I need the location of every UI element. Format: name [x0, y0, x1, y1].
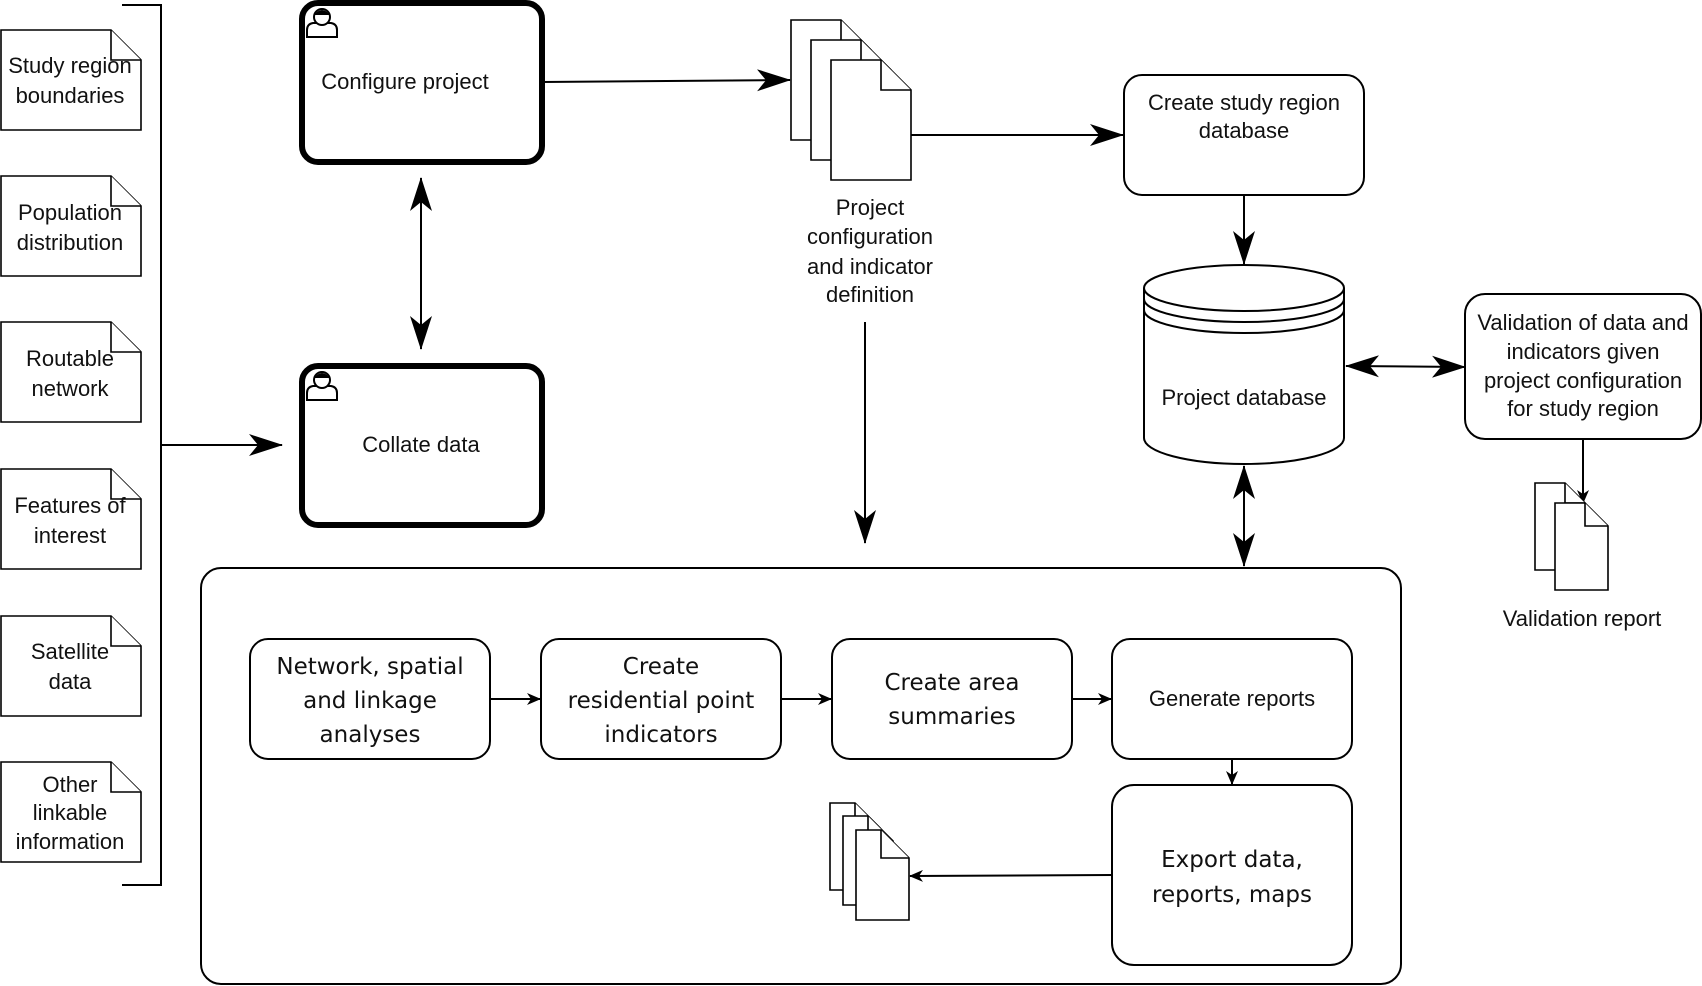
task-configure-project: Configure project — [299, 0, 545, 165]
project-config-documents — [790, 19, 912, 181]
svg-text:project configuration: project configuration — [1484, 368, 1682, 393]
input-label-line: linkable — [33, 800, 108, 825]
validation-report-documents — [1534, 482, 1609, 591]
svg-text:Create study region: Create study region — [1148, 90, 1340, 115]
input-doc-routable-network: Routable network — [0, 321, 142, 423]
input-label-line: distribution — [17, 230, 123, 255]
svg-text:database: database — [1199, 118, 1290, 143]
svg-text:Create: Create — [623, 654, 699, 680]
project-config-label: Project configuration and indicator defi… — [807, 195, 933, 307]
input-label-line: Features of — [14, 493, 126, 518]
svg-text:Create area: Create area — [884, 670, 1019, 696]
svg-text:for study region: for study region — [1507, 396, 1659, 421]
input-label-line: information — [16, 829, 125, 854]
svg-text:analyses: analyses — [320, 722, 421, 748]
task-label: Collate data — [362, 432, 480, 457]
task-label: Configure project — [321, 69, 489, 94]
process-validation: Validation of data and indicators given … — [1464, 293, 1702, 440]
task-collate-data: Collate data — [299, 363, 545, 528]
input-label-line: boundaries — [16, 83, 125, 108]
svg-text:and linkage: and linkage — [303, 688, 437, 714]
svg-text:Network, spatial: Network, spatial — [276, 654, 463, 680]
svg-text:Export data,: Export data, — [1161, 847, 1303, 873]
arrow-db-validation — [1345, 355, 1466, 378]
svg-text:and indicator: and indicator — [807, 254, 933, 279]
input-label-line: Study region — [8, 53, 132, 78]
process-create-study-region-db: Create study region database — [1123, 74, 1365, 196]
process-export-data: Export data, reports, maps — [1111, 784, 1353, 966]
person-icon — [306, 371, 338, 401]
input-doc-satellite: Satellite data — [0, 615, 142, 717]
input-label-line: Population — [18, 200, 122, 225]
person-icon — [306, 8, 338, 38]
svg-text:Generate reports: Generate reports — [1149, 686, 1315, 711]
input-doc-population: Population distribution — [0, 175, 142, 277]
input-label-line: interest — [34, 523, 106, 548]
svg-text:indicators: indicators — [604, 722, 717, 748]
svg-text:reports, maps: reports, maps — [1152, 882, 1312, 908]
input-bracket — [122, 4, 162, 886]
svg-text:Project database: Project database — [1161, 385, 1326, 410]
svg-text:residential point: residential point — [568, 688, 755, 714]
svg-text:indicators given: indicators given — [1507, 339, 1660, 364]
input-doc-study-region: Study region boundaries — [0, 29, 142, 131]
input-doc-features: Features of interest — [0, 468, 142, 570]
arrow-export-to-outputs — [909, 869, 1113, 882]
input-label-line: Other — [42, 772, 97, 797]
process-area-summaries: Create area summaries — [831, 638, 1073, 760]
process-residential-indicators: Create residential point indicators — [540, 638, 782, 760]
input-label-line: Routable — [26, 346, 114, 371]
input-label-line: Satellite — [31, 639, 109, 664]
validation-report-label: Validation report — [1503, 606, 1662, 631]
project-database: Project database — [1143, 264, 1345, 465]
input-label-line: network — [31, 376, 109, 401]
output-documents — [829, 802, 910, 921]
process-network-analyses: Network, spatial and linkage analyses — [249, 638, 491, 760]
input-doc-other: Other linkable information — [0, 761, 142, 863]
svg-text:Validation of data and: Validation of data and — [1477, 310, 1688, 335]
svg-text:configuration: configuration — [807, 224, 933, 249]
svg-text:summaries: summaries — [888, 704, 1015, 730]
svg-text:definition: definition — [826, 282, 914, 307]
svg-text:Project: Project — [836, 195, 904, 220]
process-generate-reports: Generate reports — [1111, 638, 1353, 760]
pipeline-container — [200, 567, 1402, 985]
arrow-configure-to-config — [541, 69, 791, 92]
input-label-line: data — [49, 669, 93, 694]
